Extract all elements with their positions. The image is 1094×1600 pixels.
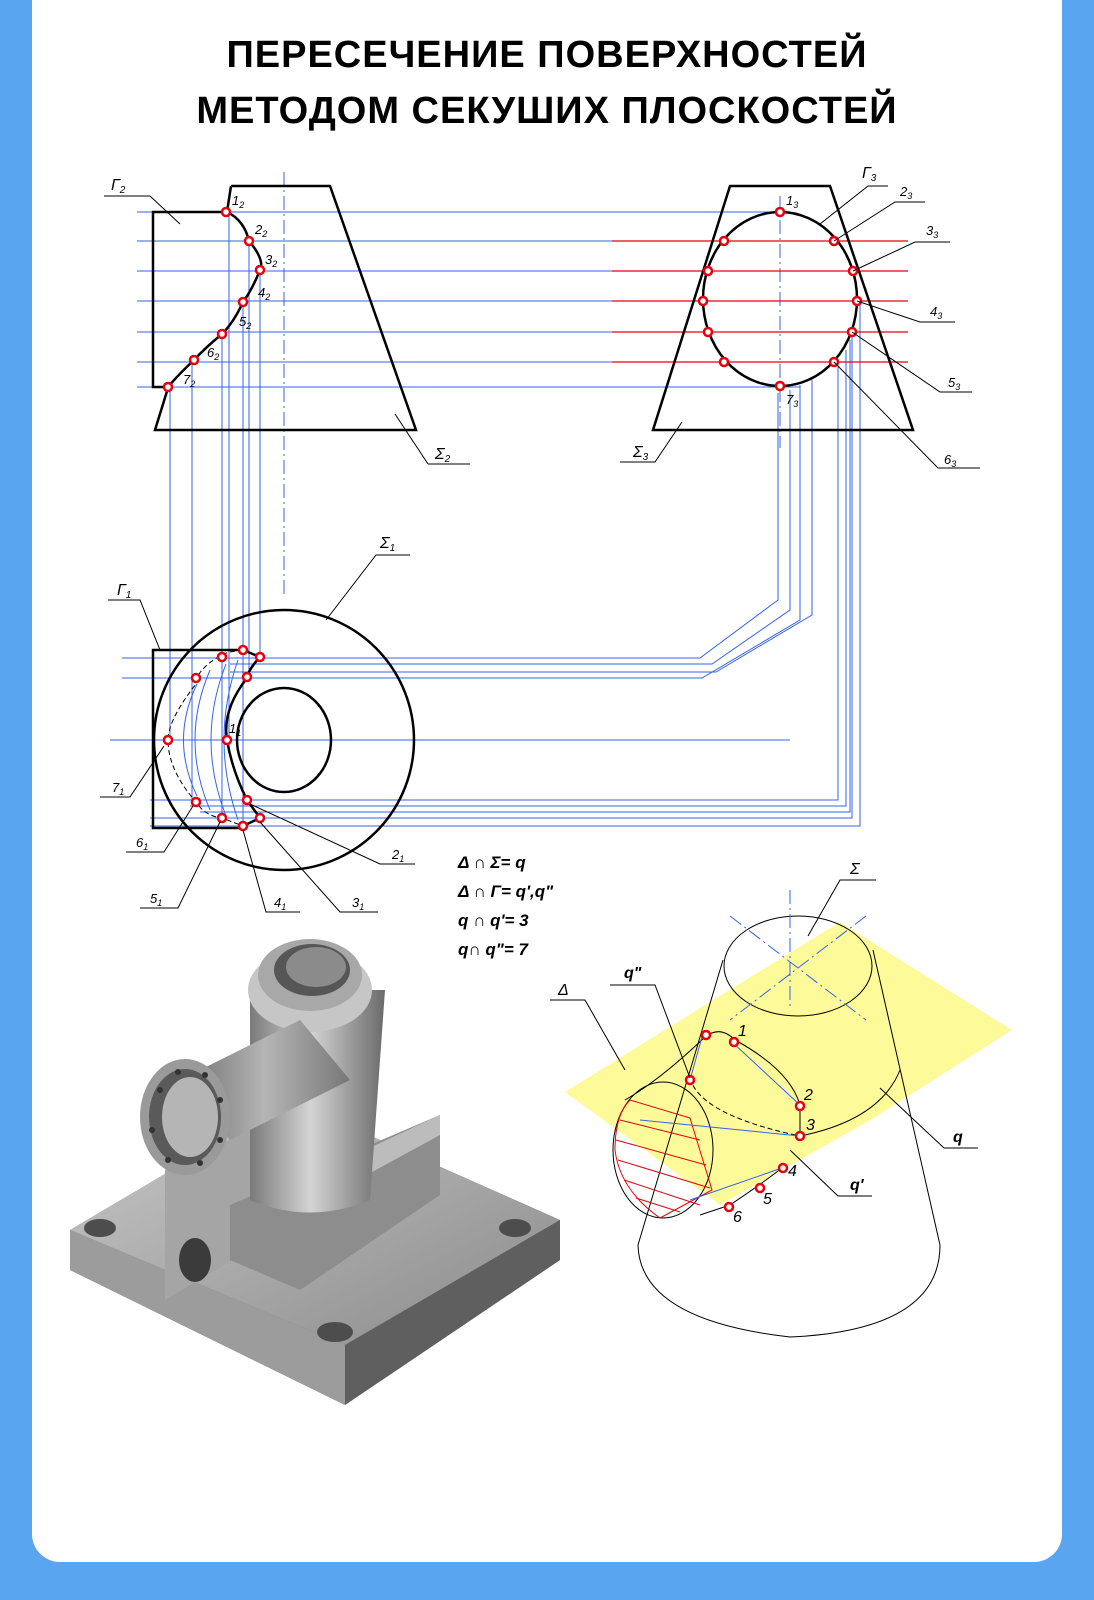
side-point-labels: 13 73 23 33 43 53 63: [786, 184, 960, 469]
svg-text:43: 43: [930, 304, 942, 321]
svg-text:71: 71: [112, 780, 124, 797]
side-points: [697, 206, 863, 392]
svg-text:6: 6: [733, 1209, 742, 1226]
iso-point-labels: 1 2 3 4 5 6: [733, 1023, 815, 1226]
svg-text:5: 5: [763, 1191, 772, 1208]
svg-text:1: 1: [738, 1023, 747, 1040]
svg-text:q": q": [624, 965, 642, 982]
svg-text:62: 62: [207, 345, 219, 362]
svg-text:4: 4: [788, 1163, 797, 1180]
svg-text:21: 21: [391, 847, 404, 864]
svg-text:11: 11: [229, 721, 241, 738]
svg-text:31: 31: [352, 895, 364, 912]
svg-text:Σ: Σ: [849, 861, 861, 878]
svg-text:33: 33: [926, 223, 938, 240]
svg-text:42: 42: [258, 285, 270, 302]
svg-text:13: 13: [786, 193, 798, 210]
svg-text:Г2: Г2: [111, 177, 126, 196]
formulas: Δ ∩ Σ= q Δ ∩ Г= q',q" q ∩ q'= 3 q∩ q"= 7: [457, 853, 554, 959]
svg-text:q∩ q"= 7: q∩ q"= 7: [458, 940, 529, 959]
svg-text:63: 63: [944, 452, 956, 469]
svg-text:51: 51: [150, 891, 162, 908]
front-view: 12 22 32 42 52 62 72 Г2 Σ2: [104, 177, 470, 465]
svg-text:Δ ∩ Σ= q: Δ ∩ Σ= q: [457, 853, 526, 872]
svg-text:52: 52: [239, 314, 251, 331]
top-view: 11 71 61 51 41 31 21 Г1 Σ1: [100, 535, 416, 913]
svg-text:53: 53: [948, 375, 960, 392]
svg-text:q': q': [850, 1177, 865, 1194]
svg-text:Г3: Г3: [862, 165, 877, 184]
svg-text:Δ ∩ Г= q',q": Δ ∩ Г= q',q": [457, 882, 554, 901]
svg-text:3: 3: [806, 1117, 815, 1134]
svg-text:22: 22: [254, 222, 267, 239]
svg-text:q: q: [953, 1129, 963, 1146]
isometric-part-render: [70, 939, 560, 1405]
svg-text:23: 23: [899, 184, 912, 201]
construction-lines: [110, 172, 861, 827]
svg-text:Σ3: Σ3: [632, 444, 649, 463]
title-line-2: МЕТОДОМ СЕКУШИХ ПЛОСКОСТЕЙ: [196, 90, 898, 132]
isometric-scheme: 1 2 3 4 5 6 Σ Δ q" q q': [550, 861, 1012, 1338]
svg-text:73: 73: [786, 392, 798, 409]
title-line-1: ПЕРЕСЕЧЕНИЕ ПОВЕРХНОСТЕЙ: [226, 34, 868, 76]
iso-points: [684, 1029, 806, 1213]
svg-text:Σ1: Σ1: [379, 535, 395, 554]
side-view: 13 73 23 33 43 53 63 Г3 Σ3: [620, 165, 980, 469]
svg-text:72: 72: [183, 372, 195, 389]
svg-text:2: 2: [803, 1087, 813, 1104]
svg-text:41: 41: [274, 895, 286, 912]
svg-text:Σ2: Σ2: [434, 446, 451, 465]
svg-text:12: 12: [232, 193, 244, 210]
svg-text:q ∩ q'= 3: q ∩ q'= 3: [458, 911, 529, 930]
svg-text:Δ: Δ: [557, 982, 569, 999]
front-points: [162, 206, 266, 393]
svg-text:Г1: Г1: [117, 582, 131, 601]
svg-text:32: 32: [265, 252, 277, 269]
front-point-labels: 12 22 32 42 52 62 72: [183, 193, 277, 389]
svg-text:61: 61: [136, 835, 148, 852]
top-points: [162, 644, 266, 832]
cutting-planes: [612, 240, 908, 363]
